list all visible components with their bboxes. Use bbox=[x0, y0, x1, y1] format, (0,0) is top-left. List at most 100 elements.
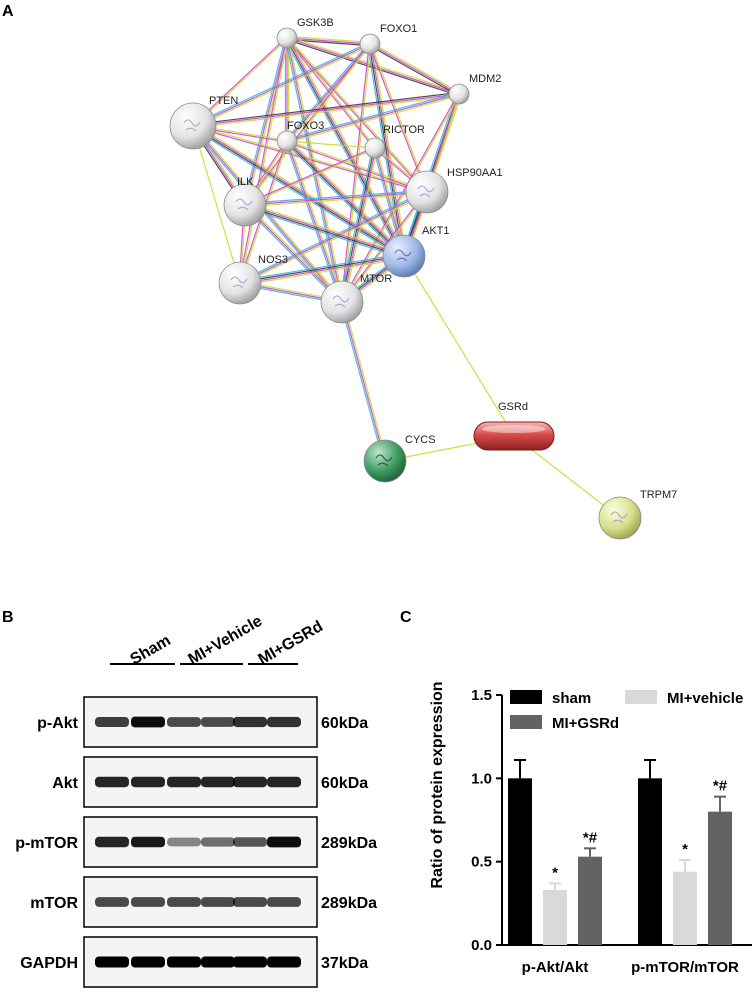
blot-group-labels: Sham MI+Vehicle MI+GSRd bbox=[110, 613, 326, 669]
edge-akt1-nos3 bbox=[240, 257, 405, 286]
node-foxo1[interactable]: FOXO1 bbox=[359, 23, 417, 55]
edge-ilk-mtor bbox=[244, 204, 343, 303]
blot-band bbox=[267, 836, 301, 848]
edge-hsp90aa1-nos3 bbox=[239, 191, 428, 284]
node-cycs[interactable]: CYCS bbox=[363, 434, 436, 483]
x-tick-label-p-mtor-mtor: p-mTOR/mTOR bbox=[631, 959, 739, 976]
node-label-gsrd: GSRd bbox=[498, 401, 528, 413]
blot-band bbox=[233, 776, 267, 788]
edge-rictor-ilk bbox=[244, 146, 375, 205]
edge-mdm2-foxo3 bbox=[287, 94, 460, 144]
edge-foxo3-hsp90aa1 bbox=[287, 139, 428, 192]
node-rictor[interactable]: RICTOR bbox=[364, 124, 425, 159]
blot-band bbox=[267, 776, 301, 788]
panel-b-letter: B bbox=[2, 609, 14, 626]
blot-band bbox=[95, 897, 129, 907]
node-akt1[interactable]: AKT1 bbox=[382, 225, 450, 278]
blot-band bbox=[233, 716, 267, 728]
blot-band bbox=[167, 956, 201, 968]
node-shape-gsrd bbox=[473, 421, 555, 451]
node-highlight-gsrd bbox=[482, 425, 546, 433]
bar-sham-p-mtor-mtor bbox=[638, 778, 662, 945]
edge-foxo3-rictor bbox=[286, 140, 376, 149]
edge-pten-akt1 bbox=[193, 124, 405, 256]
protein-structure-icon bbox=[417, 185, 435, 198]
node-mtor[interactable]: MTOR bbox=[320, 273, 392, 324]
blot-band bbox=[167, 717, 201, 727]
edge-pten-hsp90aa1 bbox=[193, 124, 428, 192]
blot-row-label: mTOR bbox=[30, 895, 78, 912]
node-label-cycs: CYCS bbox=[405, 434, 436, 446]
legend-swatch-mi-vehicle bbox=[625, 690, 657, 704]
node-gsrd[interactable]: GSRd bbox=[473, 401, 555, 451]
edge-gsk3b-foxo1 bbox=[287, 35, 371, 44]
node-shape-akt1 bbox=[382, 234, 426, 278]
edge-mdm2-mtor bbox=[340, 93, 459, 302]
node-ilk[interactable]: ILK bbox=[223, 176, 267, 227]
node-label-foxo3: FOXO3 bbox=[287, 120, 324, 132]
node-mdm2[interactable]: MDM2 bbox=[448, 73, 501, 105]
legend-label-mi-vehicle: MI+vehicle bbox=[667, 690, 743, 707]
blot-band bbox=[201, 956, 235, 968]
blot-band bbox=[95, 956, 129, 968]
edge-foxo1-pten bbox=[193, 44, 371, 128]
edge-akt1-gsrd bbox=[403, 255, 515, 437]
protein-structure-icon bbox=[230, 276, 248, 289]
node-shape-gsk3b bbox=[276, 27, 298, 49]
x-tick-label-p-akt-akt: p-Akt/Akt bbox=[522, 959, 589, 976]
node-label-mtor: MTOR bbox=[360, 273, 392, 285]
node-shape-mtor bbox=[320, 280, 364, 324]
edge-hsp90aa1-ilk bbox=[244, 189, 427, 205]
edge-ilk-akt1 bbox=[245, 202, 405, 255]
y-tick-label: 1.5 bbox=[471, 687, 492, 704]
edge-gsk3b-mtor bbox=[286, 37, 343, 303]
edge-mdm2-pten bbox=[192, 93, 460, 127]
edge-mdm2-pten bbox=[192, 91, 459, 126]
edge-pten-akt1 bbox=[191, 127, 404, 259]
group-label-mi-vehicle: MI+Vehicle bbox=[186, 613, 266, 669]
blot-row-mtor: mTOR 289kDa bbox=[30, 876, 377, 928]
blot-row-kda: 289kDa bbox=[321, 895, 377, 912]
edge-pten-akt1 bbox=[192, 126, 404, 258]
node-label-trpm7: TRPM7 bbox=[640, 489, 677, 501]
edge-foxo1-akt1 bbox=[370, 43, 406, 256]
y-axis-label: Ratio of protein expression bbox=[429, 681, 446, 888]
blot-band bbox=[201, 897, 235, 907]
blot-band bbox=[95, 836, 129, 848]
bar-mi-gsrd-p-akt-akt bbox=[578, 856, 602, 945]
edge-hsp90aa1-ilk bbox=[245, 192, 428, 208]
node-hsp90aa1[interactable]: HSP90AA1 bbox=[405, 167, 503, 214]
node-trpm7[interactable]: TRPM7 bbox=[598, 489, 677, 540]
node-nos3[interactable]: NOS3 bbox=[218, 254, 288, 305]
edge-foxo3-mtor bbox=[287, 140, 345, 302]
node-shape-cycs bbox=[363, 439, 407, 483]
edge-akt1-nos3 bbox=[239, 253, 404, 282]
edge-gsk3b-ilk bbox=[244, 37, 288, 206]
blot-band bbox=[131, 776, 165, 788]
legend-swatch-mi-gsrd bbox=[510, 715, 542, 729]
node-label-ilk: ILK bbox=[237, 176, 254, 188]
node-label-hsp90aa1: HSP90AA1 bbox=[447, 167, 503, 179]
edge-gsk3b-akt1 bbox=[285, 38, 404, 257]
edge-mtor-cycs bbox=[339, 302, 385, 462]
protein-structure-icon bbox=[183, 119, 201, 132]
edge-foxo1-foxo3 bbox=[285, 42, 370, 141]
bars: **#**# bbox=[508, 759, 732, 945]
node-shape-foxo3 bbox=[276, 130, 298, 152]
legend-label-mi-gsrd: MI+GSRd bbox=[552, 715, 619, 732]
bar-mi-gsrd-p-mtor-mtor bbox=[708, 811, 732, 945]
edge-gsk3b-akt1 bbox=[284, 38, 403, 258]
edge-ilk-mtor bbox=[245, 203, 344, 302]
node-shape-ilk bbox=[223, 183, 267, 227]
edge-gsk3b-mtor bbox=[287, 37, 345, 302]
bar-chart: Ratio of protein expression 0.00.51.01.5… bbox=[429, 681, 752, 976]
node-gsk3b[interactable]: GSK3B bbox=[276, 17, 334, 49]
node-label-mdm2: MDM2 bbox=[469, 73, 501, 85]
edge-foxo3-mtor bbox=[286, 140, 343, 303]
node-pten[interactable]: PTEN bbox=[169, 95, 238, 150]
node-foxo3[interactable]: FOXO3 bbox=[276, 120, 324, 152]
